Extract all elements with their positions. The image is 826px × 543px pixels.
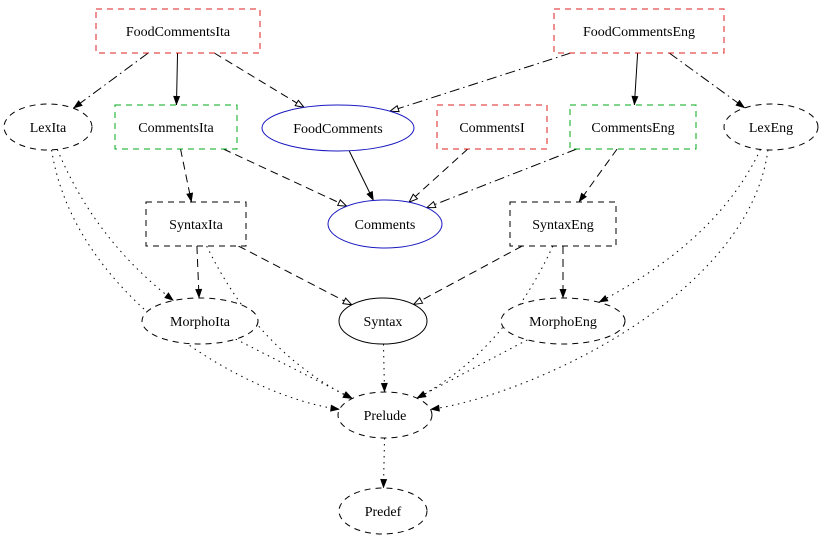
edge-Prelude-to-Predef	[380, 437, 388, 489]
node-SyntaxIta: SyntaxIta	[145, 201, 247, 247]
edge-FoodCommentsEng-to-LexEng	[668, 52, 746, 109]
node-label-Predef: Predef	[365, 505, 402, 520]
node-shape-MorphoEng	[500, 297, 626, 345]
node-shape-Predef	[338, 487, 428, 535]
node-label-Prelude: Prelude	[364, 409, 407, 424]
node-FoodCommentsIta: FoodCommentsIta	[95, 8, 261, 54]
node-FoodComments: FoodComments	[261, 104, 415, 152]
node-FoodCommentsEng: FoodCommentsEng	[553, 8, 725, 54]
node-shape-Prelude	[337, 391, 433, 439]
node-LexIta: LexIta	[3, 103, 93, 151]
edge-MorphoEng-to-Prelude	[416, 339, 528, 399]
node-CommentsEng: CommentsEng	[569, 104, 697, 150]
node-shape-Syntax	[338, 297, 428, 345]
node-SyntaxEng: SyntaxEng	[509, 201, 617, 247]
node-label-CommentsEng: CommentsEng	[591, 121, 674, 136]
edge-SyntaxEng-to-Prelude	[416, 245, 554, 399]
edge-FoodCommentsEng-to-CommentsEng	[631, 52, 639, 106]
node-shape-FoodCommentsIta	[95, 8, 261, 54]
node-shape-Comments	[327, 199, 443, 249]
edge-LexEng-to-Prelude	[430, 149, 769, 412]
edge-CommentsEng-to-SyntaxEng	[578, 148, 618, 203]
edge-CommentsIta-to-Comments	[223, 148, 349, 207]
node-MorphoEng: MorphoEng	[500, 297, 626, 345]
node-MorphoIta: MorphoIta	[141, 297, 259, 345]
node-LexEng: LexEng	[723, 103, 819, 151]
edge-SyntaxEng-to-Syntax	[412, 245, 523, 306]
edge-CommentsI-to-Comments	[407, 148, 469, 204]
node-shape-SyntaxEng	[509, 201, 617, 247]
edge-LexEng-to-MorphoEng	[598, 149, 761, 303]
node-shape-FoodCommentsEng	[553, 8, 725, 54]
edge-SyntaxIta-to-Syntax	[238, 245, 354, 306]
node-label-CommentsIta: CommentsIta	[138, 121, 214, 136]
node-label-Syntax: Syntax	[364, 315, 403, 330]
edge-Syntax-to-Prelude	[380, 343, 388, 393]
node-label-Comments: Comments	[355, 218, 416, 233]
edge-CommentsEng-to-Comments	[425, 148, 577, 209]
node-label-MorphoEng: MorphoEng	[529, 315, 597, 330]
node-label-MorphoIta: MorphoIta	[170, 315, 231, 330]
edge-MorphoIta-to-Prelude	[235, 338, 353, 399]
edge-LexIta-to-Prelude	[51, 149, 340, 412]
node-shape-CommentsI	[436, 104, 548, 150]
node-label-FoodCommentsEng: FoodCommentsEng	[583, 25, 695, 40]
node-shape-CommentsEng	[569, 104, 697, 150]
node-label-LexIta: LexIta	[30, 121, 67, 136]
node-label-SyntaxIta: SyntaxIta	[169, 218, 223, 233]
node-CommentsI: CommentsI	[436, 104, 548, 150]
node-Prelude: Prelude	[337, 391, 433, 439]
edge-LexIta-to-MorphoIta	[56, 149, 174, 301]
edge-FoodCommentsIta-to-FoodComments	[214, 52, 306, 109]
node-shape-CommentsIta	[114, 104, 238, 150]
node-shape-LexIta	[3, 103, 93, 151]
node-shape-FoodComments	[261, 104, 415, 152]
node-label-SyntaxEng: SyntaxEng	[532, 218, 593, 233]
node-label-FoodCommentsIta: FoodCommentsIta	[126, 25, 231, 40]
node-label-FoodComments: FoodComments	[293, 122, 382, 137]
node-Comments: Comments	[327, 199, 443, 249]
edge-SyntaxIta-to-MorphoIta	[195, 245, 203, 299]
node-shape-SyntaxIta	[145, 201, 247, 247]
edge-FoodCommentsIta-to-LexIta	[73, 52, 149, 109]
node-shape-LexEng	[723, 103, 819, 151]
edge-FoodCommentsIta-to-CommentsIta	[173, 52, 181, 106]
node-Predef: Predef	[338, 487, 428, 535]
node-label-CommentsI: CommentsI	[459, 121, 525, 136]
node-Syntax: Syntax	[338, 297, 428, 345]
node-shape-MorphoIta	[141, 297, 259, 345]
node-label-LexEng: LexEng	[749, 121, 793, 136]
edge-FoodCommentsEng-to-FoodComments	[388, 52, 571, 113]
edge-CommentsIta-to-SyntaxIta	[180, 148, 194, 203]
node-CommentsIta: CommentsIta	[114, 104, 238, 150]
edge-FoodComments-to-Comments	[348, 150, 374, 201]
